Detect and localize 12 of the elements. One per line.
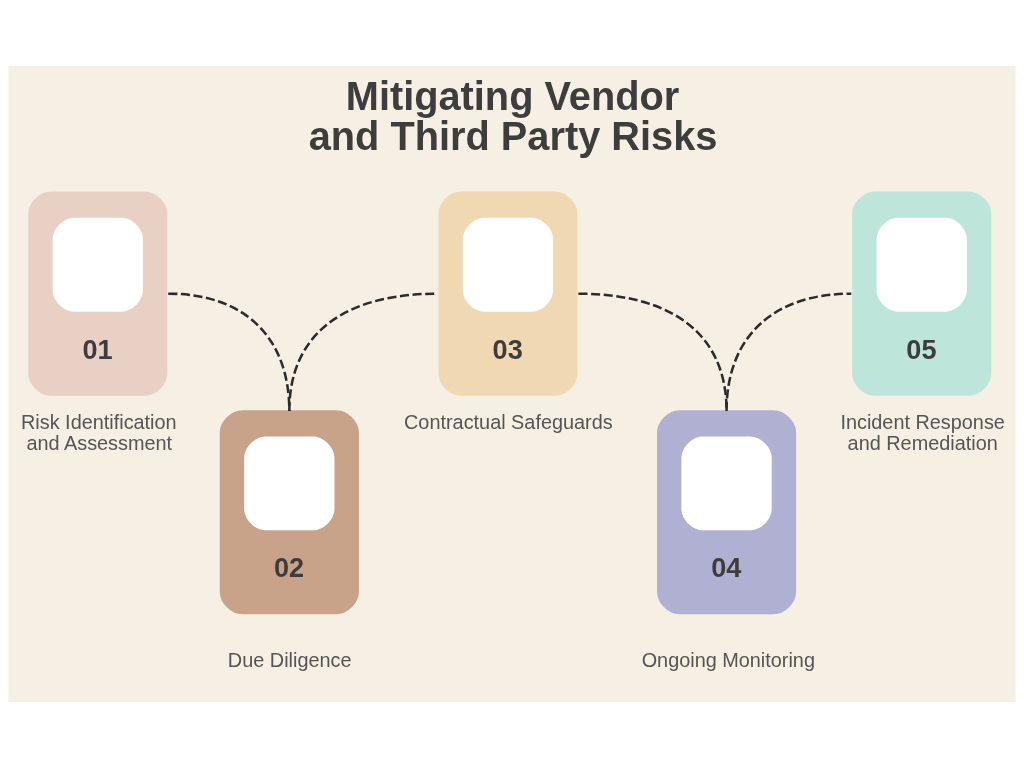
node-label: Contractual Safeguards [404,410,613,433]
connector [725,292,852,412]
node-label: Due Diligence [227,649,352,672]
node-label: Incident Response and Remediation [840,410,1005,455]
node-box: 02 [219,410,359,615]
diagram-title: Mitigating Vendor and Third Party Risks [308,74,718,159]
node-box: 01 [28,191,168,396]
node-label: Risk Identification and Assessment [21,410,177,455]
node-box: 03 [438,191,578,396]
node-box: 05 [852,191,992,396]
node-box: 04 [657,410,797,615]
node-label: Ongoing Monitoring [641,649,815,672]
